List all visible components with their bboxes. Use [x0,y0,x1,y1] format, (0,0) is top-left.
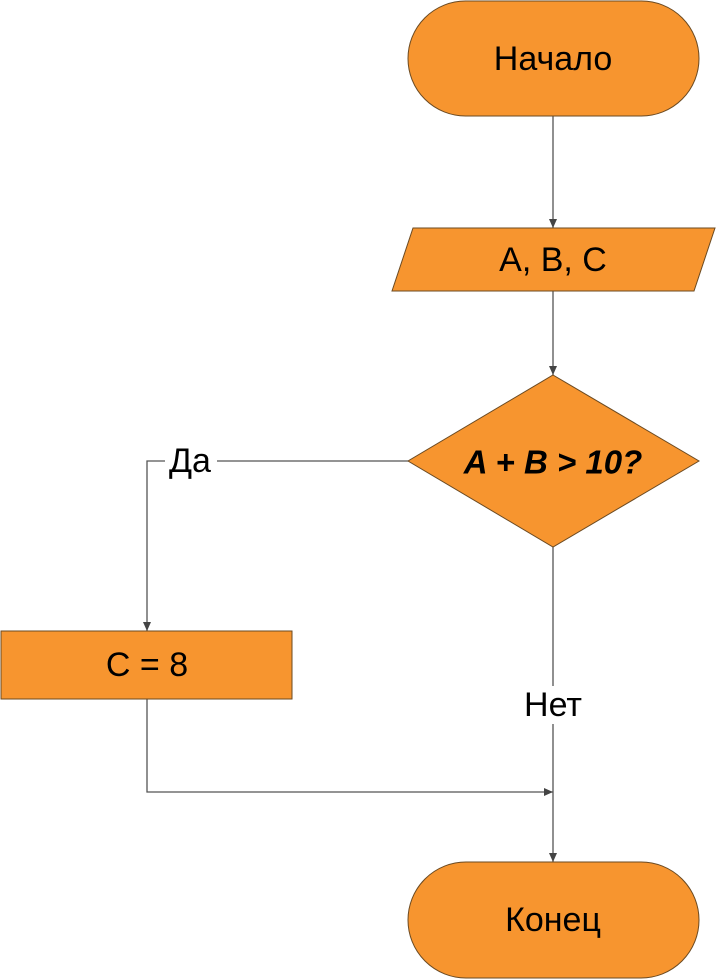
connector-yes-branch [143,460,408,631]
action-label: C = 8 [106,646,188,684]
action-block [0,630,293,700]
input-label: A, B, C [499,241,607,279]
no-label: Нет [524,686,582,724]
start-label: Начало [494,40,612,78]
no-label-bg [516,686,590,724]
yes-label: Да [169,442,211,480]
end-label: Конец [505,901,601,939]
decision-block [407,374,700,548]
yes-label-bg [165,444,217,480]
start-terminal [407,0,700,117]
end-terminal [407,861,700,979]
condition-label: A + B > 10? [463,444,643,481]
input-block [391,227,716,292]
connector-action-to-merge [146,699,553,796]
